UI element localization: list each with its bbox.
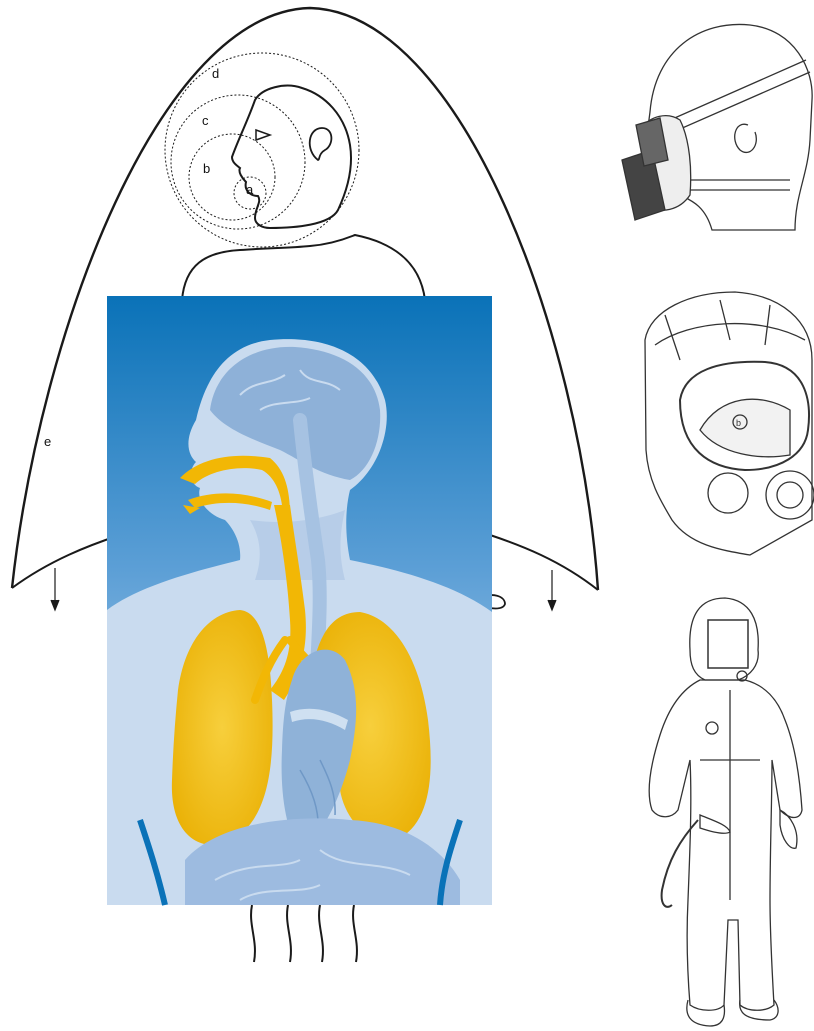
inflow-lines [251, 905, 357, 962]
shoulders [182, 235, 425, 300]
zone-e-bottom-left [12, 535, 120, 588]
respiratory-system-illustration [107, 296, 492, 905]
inner-mask [700, 399, 790, 457]
ear-icon [310, 128, 332, 160]
half-mask-respirator-icon [622, 24, 812, 230]
zone-c-circle [171, 95, 305, 229]
hood-visor [708, 620, 748, 668]
boots [687, 1000, 778, 1026]
mask-badge-label: b [736, 418, 741, 428]
front-filter-port [766, 471, 814, 519]
zone-label-b: b [203, 161, 210, 176]
zone-label-a: a [246, 182, 254, 197]
zone-label-c: c [202, 113, 209, 128]
suit-body [649, 680, 802, 1010]
zone-label-e: e [44, 434, 51, 449]
head-harness [655, 300, 805, 360]
hooded-protective-suit-icon [649, 598, 802, 1026]
zone-b-circle [189, 134, 275, 220]
left-glove [700, 815, 730, 833]
front-filter-port-inner [777, 482, 803, 508]
air-hose [662, 820, 698, 907]
side-valve [708, 473, 748, 513]
head-profile [232, 86, 351, 228]
neck-strap [690, 180, 790, 190]
ear [735, 124, 757, 152]
zone-e-bottom-right [490, 535, 598, 590]
full-face-mask-icon: b [645, 292, 814, 555]
right-glove [780, 810, 797, 848]
suit-seams [700, 690, 760, 900]
zone-label-d: d [212, 66, 219, 81]
eye-icon [256, 130, 270, 140]
hose-connector [706, 722, 718, 734]
